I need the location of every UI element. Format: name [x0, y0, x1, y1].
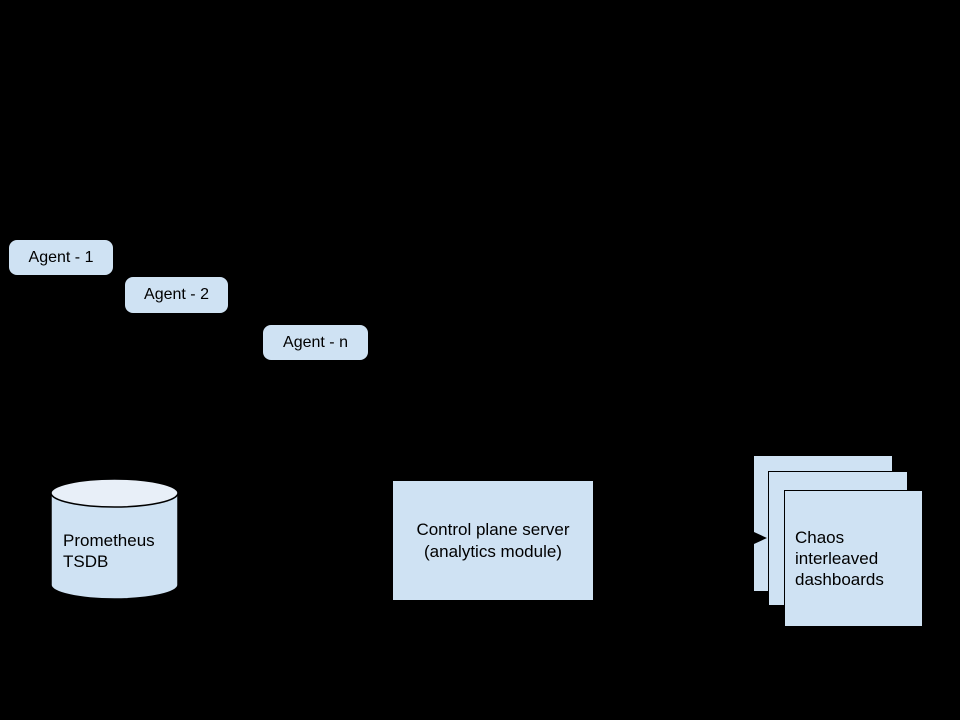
database-cylinder-icon — [50, 478, 179, 600]
agent-2-label: Agent - 2 — [144, 286, 209, 303]
control-plane-label-line1: Control plane server — [416, 519, 570, 539]
dashboards-label-line1: Chaos — [795, 528, 845, 547]
agent-1-node: Agent - 1 — [9, 240, 113, 275]
agent-n-label: Agent - n — [283, 333, 348, 351]
tsdb-label-line2: TSDB — [63, 552, 109, 571]
tsdb-label-line1: Prometheus — [63, 531, 155, 550]
dashboards-node: Chaos interleaved dashboards — [784, 490, 923, 627]
prometheus-tsdb-node: Prometheus TSDB — [50, 478, 179, 601]
tsdb-label: Prometheus TSDB — [63, 530, 155, 572]
agent-1-label: Agent - 1 — [28, 248, 94, 266]
control-plane-label-line2: (analytics module) — [424, 541, 562, 561]
arrowhead-icon — [754, 532, 767, 544]
agent-2-node: Agent - 2 — [125, 277, 228, 313]
connector-control-to-dashboards — [593, 537, 754, 539]
dashboards-label-line3: dashboards — [795, 570, 884, 589]
control-plane-server-node: Control plane server (analytics module) — [393, 481, 593, 600]
dashboards-label-line2: interleaved — [795, 549, 879, 568]
agent-n-node: Agent - n — [263, 325, 368, 360]
